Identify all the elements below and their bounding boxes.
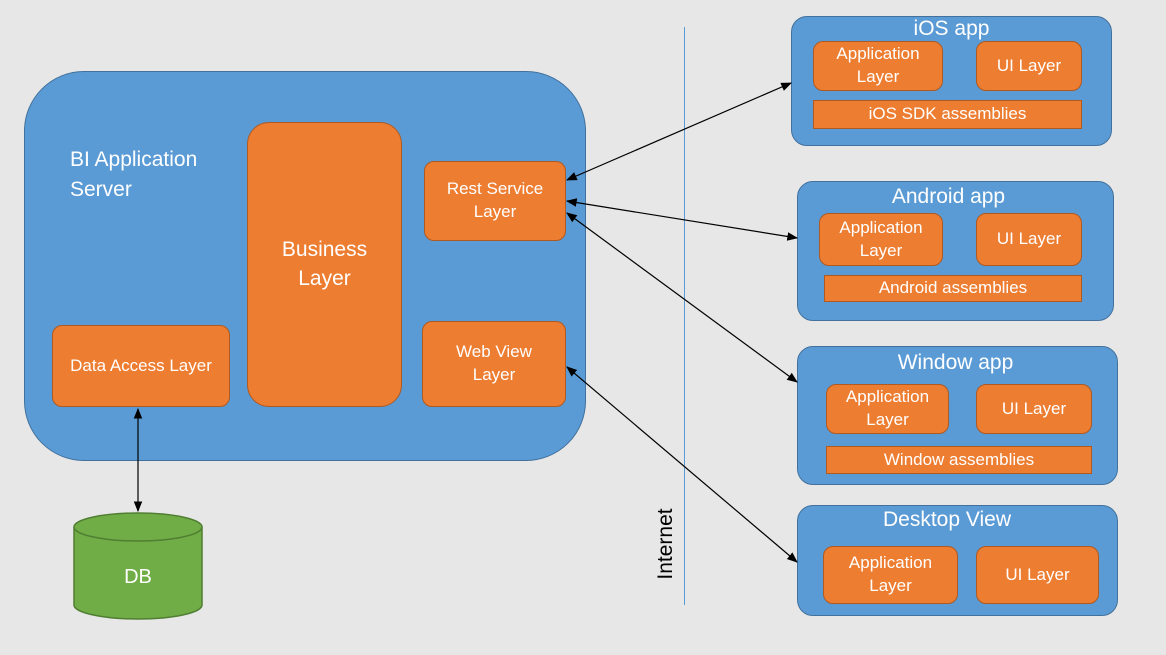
rest-service-layer: Rest Service Layer	[424, 161, 566, 241]
android-assemblies-label: Android assemblies	[878, 278, 1028, 298]
database-cylinder	[73, 512, 203, 620]
rest-ios-arrow	[566, 82, 792, 181]
android-assemblies: Android assemblies	[824, 275, 1082, 302]
ios-ui-layer-label: UI Layer	[996, 55, 1062, 75]
desktop-application-layer: Application Layer	[823, 546, 958, 604]
rest-window-arrow	[566, 212, 798, 383]
window-assemblies-label: Window assemblies	[883, 449, 1035, 469]
rest-service-layer-label: Rest Service Layer	[446, 179, 544, 221]
ios-application-layer-label: Application Layer	[836, 44, 920, 86]
window-application-layer-label: Application Layer	[845, 387, 930, 429]
window-ui-layer-label: UI Layer	[1001, 398, 1067, 418]
data-access-layer: Data Access Layer	[52, 325, 230, 407]
desktop-ui-layer: UI Layer	[976, 546, 1099, 604]
desktop-ui-layer-label: UI Layer	[1005, 564, 1070, 584]
data-access-layer-label: Data Access Layer	[70, 355, 212, 375]
android-app-title: Android app	[891, 185, 1006, 208]
ios-application-layer: Application Layer	[813, 41, 943, 91]
window-assemblies: Window assemblies	[826, 446, 1092, 474]
business-layer-label: Business Layer	[281, 238, 368, 290]
android-application-layer: Application Layer	[819, 213, 943, 266]
window-ui-layer: UI Layer	[976, 384, 1092, 434]
rest-android-arrow	[565, 198, 799, 241]
ios-app-title: iOS app	[913, 17, 990, 40]
web-view-layer-label: Web View Layer	[456, 342, 532, 384]
window-app-title: Window app	[897, 351, 1014, 374]
window-application-layer: Application Layer	[826, 384, 949, 434]
ios-sdk-assemblies-label: iOS SDK assemblies	[868, 104, 1027, 124]
webview-desktop-arrow	[566, 366, 798, 563]
desktop-view-title: Desktop View	[882, 508, 1011, 531]
android-application-layer-label: Application Layer	[839, 217, 923, 260]
server-title: BI Application Server	[70, 148, 198, 202]
business-layer: Business Layer	[247, 122, 402, 407]
android-ui-layer: UI Layer	[976, 213, 1082, 266]
database-label: DB	[124, 566, 152, 588]
android-ui-layer-label: UI Layer	[996, 229, 1062, 249]
web-view-layer: Web View Layer	[422, 321, 566, 407]
ios-ui-layer: UI Layer	[976, 41, 1082, 91]
ios-sdk-assemblies: iOS SDK assemblies	[813, 100, 1082, 129]
desktop-application-layer-label: Application Layer	[848, 553, 933, 595]
